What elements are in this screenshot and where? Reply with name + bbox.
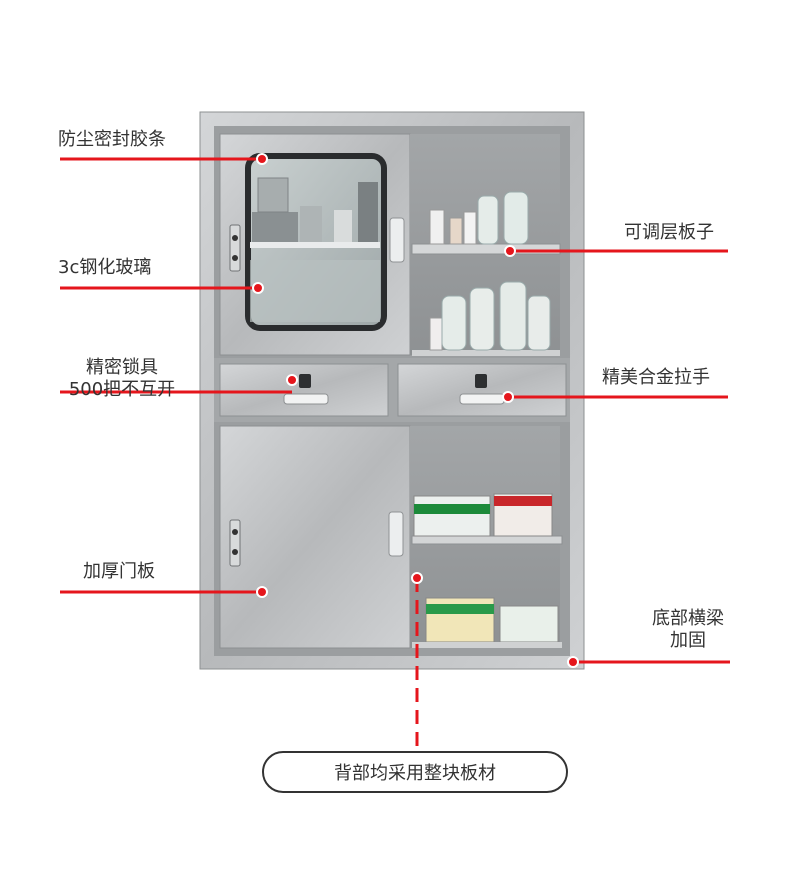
lower-left-door (219, 425, 411, 649)
label-door-panel: 加厚门板 (83, 561, 155, 582)
label-beam-line2: 加固 (670, 630, 706, 651)
label-beam-line1: 底部横梁 (652, 608, 724, 629)
upper-right-shelves (389, 134, 561, 356)
label-lock-line2: 500把不互开 (68, 379, 176, 400)
label-lock-line1: 精密锁具 (86, 357, 158, 378)
drawers (214, 358, 570, 422)
callout-dots (252, 153, 579, 668)
callout-lines (60, 157, 730, 752)
label-shelf: 可调层板子 (624, 222, 714, 243)
back-panel-badge: 背部均采用整块板材 (262, 751, 568, 793)
lower-right-shelves (410, 426, 563, 648)
back-panel-label: 背部均采用整块板材 (334, 763, 496, 784)
label-glass: 3c钢化玻璃 (58, 257, 152, 278)
label-handle: 精美合金拉手 (602, 367, 710, 388)
label-beam: 底部横梁 加固 (640, 608, 736, 652)
label-lock: 精密锁具 500把不互开 (58, 357, 186, 401)
label-seal-strip: 防尘密封胶条 (58, 129, 166, 150)
upper-left-glass-door (219, 133, 411, 356)
